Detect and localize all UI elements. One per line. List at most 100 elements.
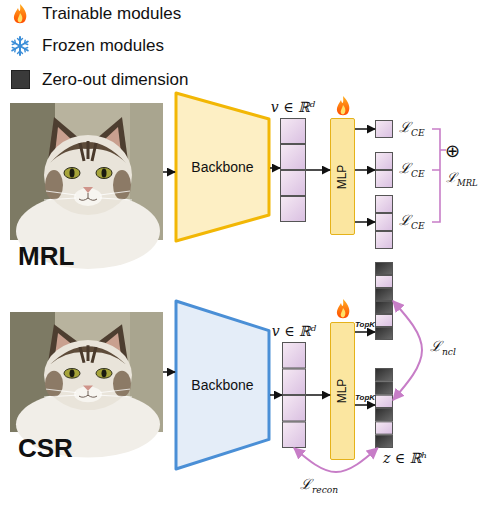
vector-cells bbox=[282, 342, 306, 448]
math-subscript: recon bbox=[312, 485, 338, 495]
math-symbol: ℒ bbox=[446, 170, 457, 185]
active-cell bbox=[281, 197, 306, 222]
math-symbol: ℒ bbox=[399, 212, 411, 228]
active-cell bbox=[283, 422, 306, 448]
active-cell bbox=[376, 395, 393, 407]
vector-cells bbox=[375, 120, 393, 138]
mlp-box: MLP bbox=[330, 118, 355, 235]
backbone-shape bbox=[176, 93, 269, 241]
flow-arrow bbox=[306, 394, 330, 396]
backbone-shape bbox=[176, 301, 269, 469]
loss-bracket bbox=[432, 129, 446, 222]
sparse-vector: z ∈ ℝʰ bbox=[375, 368, 393, 448]
sum-symbol: ⊕ bbox=[445, 140, 460, 162]
flame-icon bbox=[337, 299, 349, 318]
legend-text: Zero-out dimension bbox=[42, 70, 188, 90]
math-subscript: MRL bbox=[457, 178, 478, 188]
edge-label: ℒrecon bbox=[300, 474, 338, 495]
active-cell bbox=[281, 145, 306, 170]
node-label: MLP bbox=[336, 164, 350, 189]
flow-arrow bbox=[270, 167, 280, 169]
math-symbol: ℒ bbox=[300, 476, 312, 492]
active-cell bbox=[376, 315, 393, 327]
legend-swatch bbox=[11, 70, 30, 89]
active-cell bbox=[283, 369, 306, 395]
node-label: ℒCE bbox=[399, 212, 425, 231]
node-label: v ∈ ℝᵈ bbox=[272, 323, 316, 339]
active-cell bbox=[376, 276, 393, 288]
zeroed-cell bbox=[376, 382, 393, 394]
math-subscript: CE bbox=[411, 169, 425, 179]
loss-arrow bbox=[294, 448, 378, 472]
nested-embedding: ℒCE bbox=[375, 120, 393, 138]
active-cell bbox=[376, 196, 393, 213]
vector-cells bbox=[280, 118, 306, 222]
active-cell bbox=[376, 171, 393, 188]
feature-vector: v ∈ ℝᵈ bbox=[280, 118, 306, 222]
nested-embedding: ℒCE bbox=[375, 152, 393, 188]
flow-arrow bbox=[355, 128, 375, 130]
legend-text: Frozen modules bbox=[42, 36, 164, 56]
input-image: MRL bbox=[10, 103, 163, 240]
node-label: MRL bbox=[18, 242, 74, 272]
active-cell bbox=[283, 343, 306, 369]
flow-arrow bbox=[270, 394, 282, 396]
node-label: v ∈ ℝᵈ bbox=[271, 99, 315, 115]
zeroed-cell bbox=[376, 409, 393, 421]
math-symbol: ℒ bbox=[430, 338, 442, 354]
loss-arrow bbox=[393, 301, 422, 400]
vector-cells bbox=[375, 262, 393, 340]
zeroed-cell bbox=[376, 369, 393, 381]
flow-arrow bbox=[355, 404, 375, 406]
vector-cells bbox=[375, 152, 393, 188]
math-symbol: ℒ bbox=[399, 119, 411, 135]
nested-embedding: ℒCE bbox=[375, 195, 393, 249]
math-subscript: CE bbox=[411, 221, 425, 231]
backbone-trapezoid: Backbone bbox=[175, 92, 270, 242]
active-cell bbox=[283, 396, 306, 422]
flow-arrow bbox=[163, 371, 175, 373]
feature-vector: v ∈ ℝᵈ bbox=[282, 342, 306, 448]
edge-label: TopK bbox=[355, 393, 375, 402]
node-label: Backbone bbox=[175, 92, 270, 242]
zeroed-cell bbox=[376, 328, 393, 340]
node-label: MLP bbox=[336, 379, 350, 404]
flow-arrow bbox=[306, 169, 330, 171]
zeroed-cell bbox=[376, 302, 393, 314]
zeroed-cell bbox=[376, 263, 393, 275]
backbone-trapezoid: Backbone bbox=[175, 300, 270, 470]
node-label: CSR bbox=[18, 434, 73, 464]
node-label: Backbone bbox=[175, 300, 270, 470]
active-cell bbox=[376, 232, 393, 249]
loss-label: ℒMRL bbox=[446, 168, 478, 188]
vector-cells bbox=[375, 195, 393, 249]
math-subscript: CE bbox=[411, 128, 425, 138]
edge-label: ℒncl bbox=[430, 336, 456, 357]
zeroed-cell bbox=[376, 435, 393, 447]
flow-arrow bbox=[355, 221, 375, 223]
flame-icon bbox=[337, 96, 349, 115]
node-label: z ∈ ℝʰ bbox=[383, 450, 427, 466]
snowflake-icon bbox=[12, 37, 28, 55]
active-cell bbox=[376, 121, 393, 138]
sparse-vector bbox=[375, 262, 393, 340]
math-subscript: ncl bbox=[442, 347, 456, 357]
active-cell bbox=[376, 214, 393, 231]
node-label: ℒCE bbox=[399, 119, 425, 138]
active-cell bbox=[376, 422, 393, 434]
flow-arrow bbox=[355, 331, 375, 333]
math-symbol: ℒ bbox=[399, 160, 411, 176]
flow-arrow bbox=[355, 169, 375, 171]
input-image: CSR bbox=[10, 312, 163, 432]
node-label: ℒCE bbox=[399, 160, 425, 179]
flow-arrow bbox=[163, 171, 175, 173]
active-cell bbox=[281, 119, 306, 144]
active-cell bbox=[376, 153, 393, 170]
flame-icon bbox=[14, 4, 26, 23]
vector-cells bbox=[375, 368, 393, 448]
active-cell bbox=[281, 171, 306, 196]
zeroed-cell bbox=[376, 289, 393, 301]
edge-label: TopK bbox=[355, 320, 375, 329]
